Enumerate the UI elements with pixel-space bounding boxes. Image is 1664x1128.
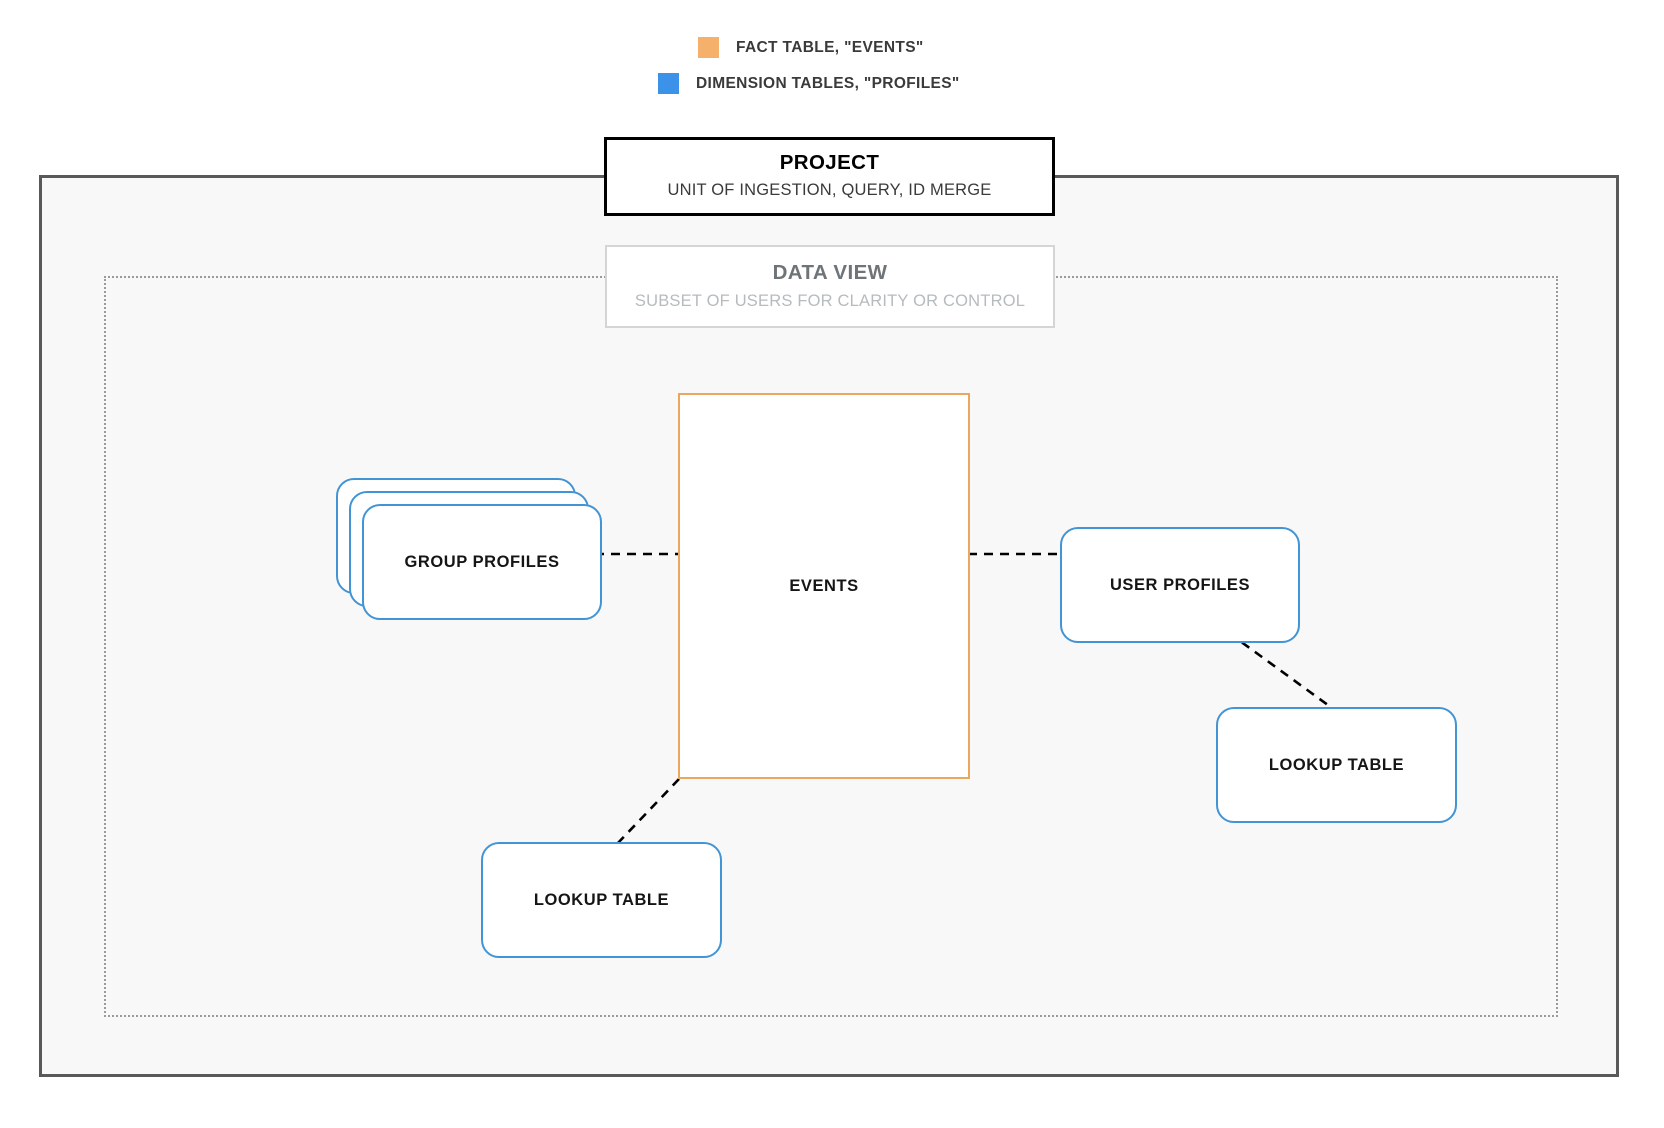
node-lookup-table-left-label: LOOKUP TABLE — [533, 890, 670, 909]
node-group-profiles[interactable]: GROUP PROFILES — [336, 478, 602, 646]
node-events-label: EVENTS — [789, 576, 859, 595]
project-title: PROJECT — [779, 151, 880, 175]
data-view-title: DATA VIEW — [772, 260, 888, 284]
legend-item-fact-table: FACT TABLE, "EVENTS" — [698, 37, 924, 58]
project-header-card: PROJECT UNIT OF INGESTION, QUERY, ID MER… — [604, 137, 1055, 216]
node-lookup-table-right[interactable]: LOOKUP TABLE — [1216, 707, 1457, 823]
node-group-profiles-label: GROUP PROFILES — [404, 552, 560, 571]
data-view-header-card: DATA VIEW SUBSET OF USERS FOR CLARITY OR… — [605, 245, 1055, 328]
legend-label-dimension-tables: DIMENSION TABLES, "PROFILES" — [696, 74, 960, 92]
data-view-subtitle: SUBSET OF USERS FOR CLARITY OR CONTROL — [634, 291, 1026, 310]
orange-square-swatch — [698, 37, 719, 58]
node-lookup-table-right-label: LOOKUP TABLE — [1268, 755, 1405, 774]
node-user-profiles-label: USER PROFILES — [1109, 575, 1251, 594]
node-lookup-table-left[interactable]: LOOKUP TABLE — [481, 842, 722, 958]
node-user-profiles[interactable]: USER PROFILES — [1060, 527, 1300, 643]
legend-label-fact-table: FACT TABLE, "EVENTS" — [736, 38, 924, 56]
node-events[interactable]: EVENTS — [678, 393, 970, 779]
legend-item-dimension-tables: DIMENSION TABLES, "PROFILES" — [658, 73, 960, 94]
blue-square-swatch — [658, 73, 679, 94]
project-subtitle: UNIT OF INGESTION, QUERY, ID MERGE — [667, 181, 992, 200]
group-profiles-card-front[interactable]: GROUP PROFILES — [362, 504, 602, 620]
